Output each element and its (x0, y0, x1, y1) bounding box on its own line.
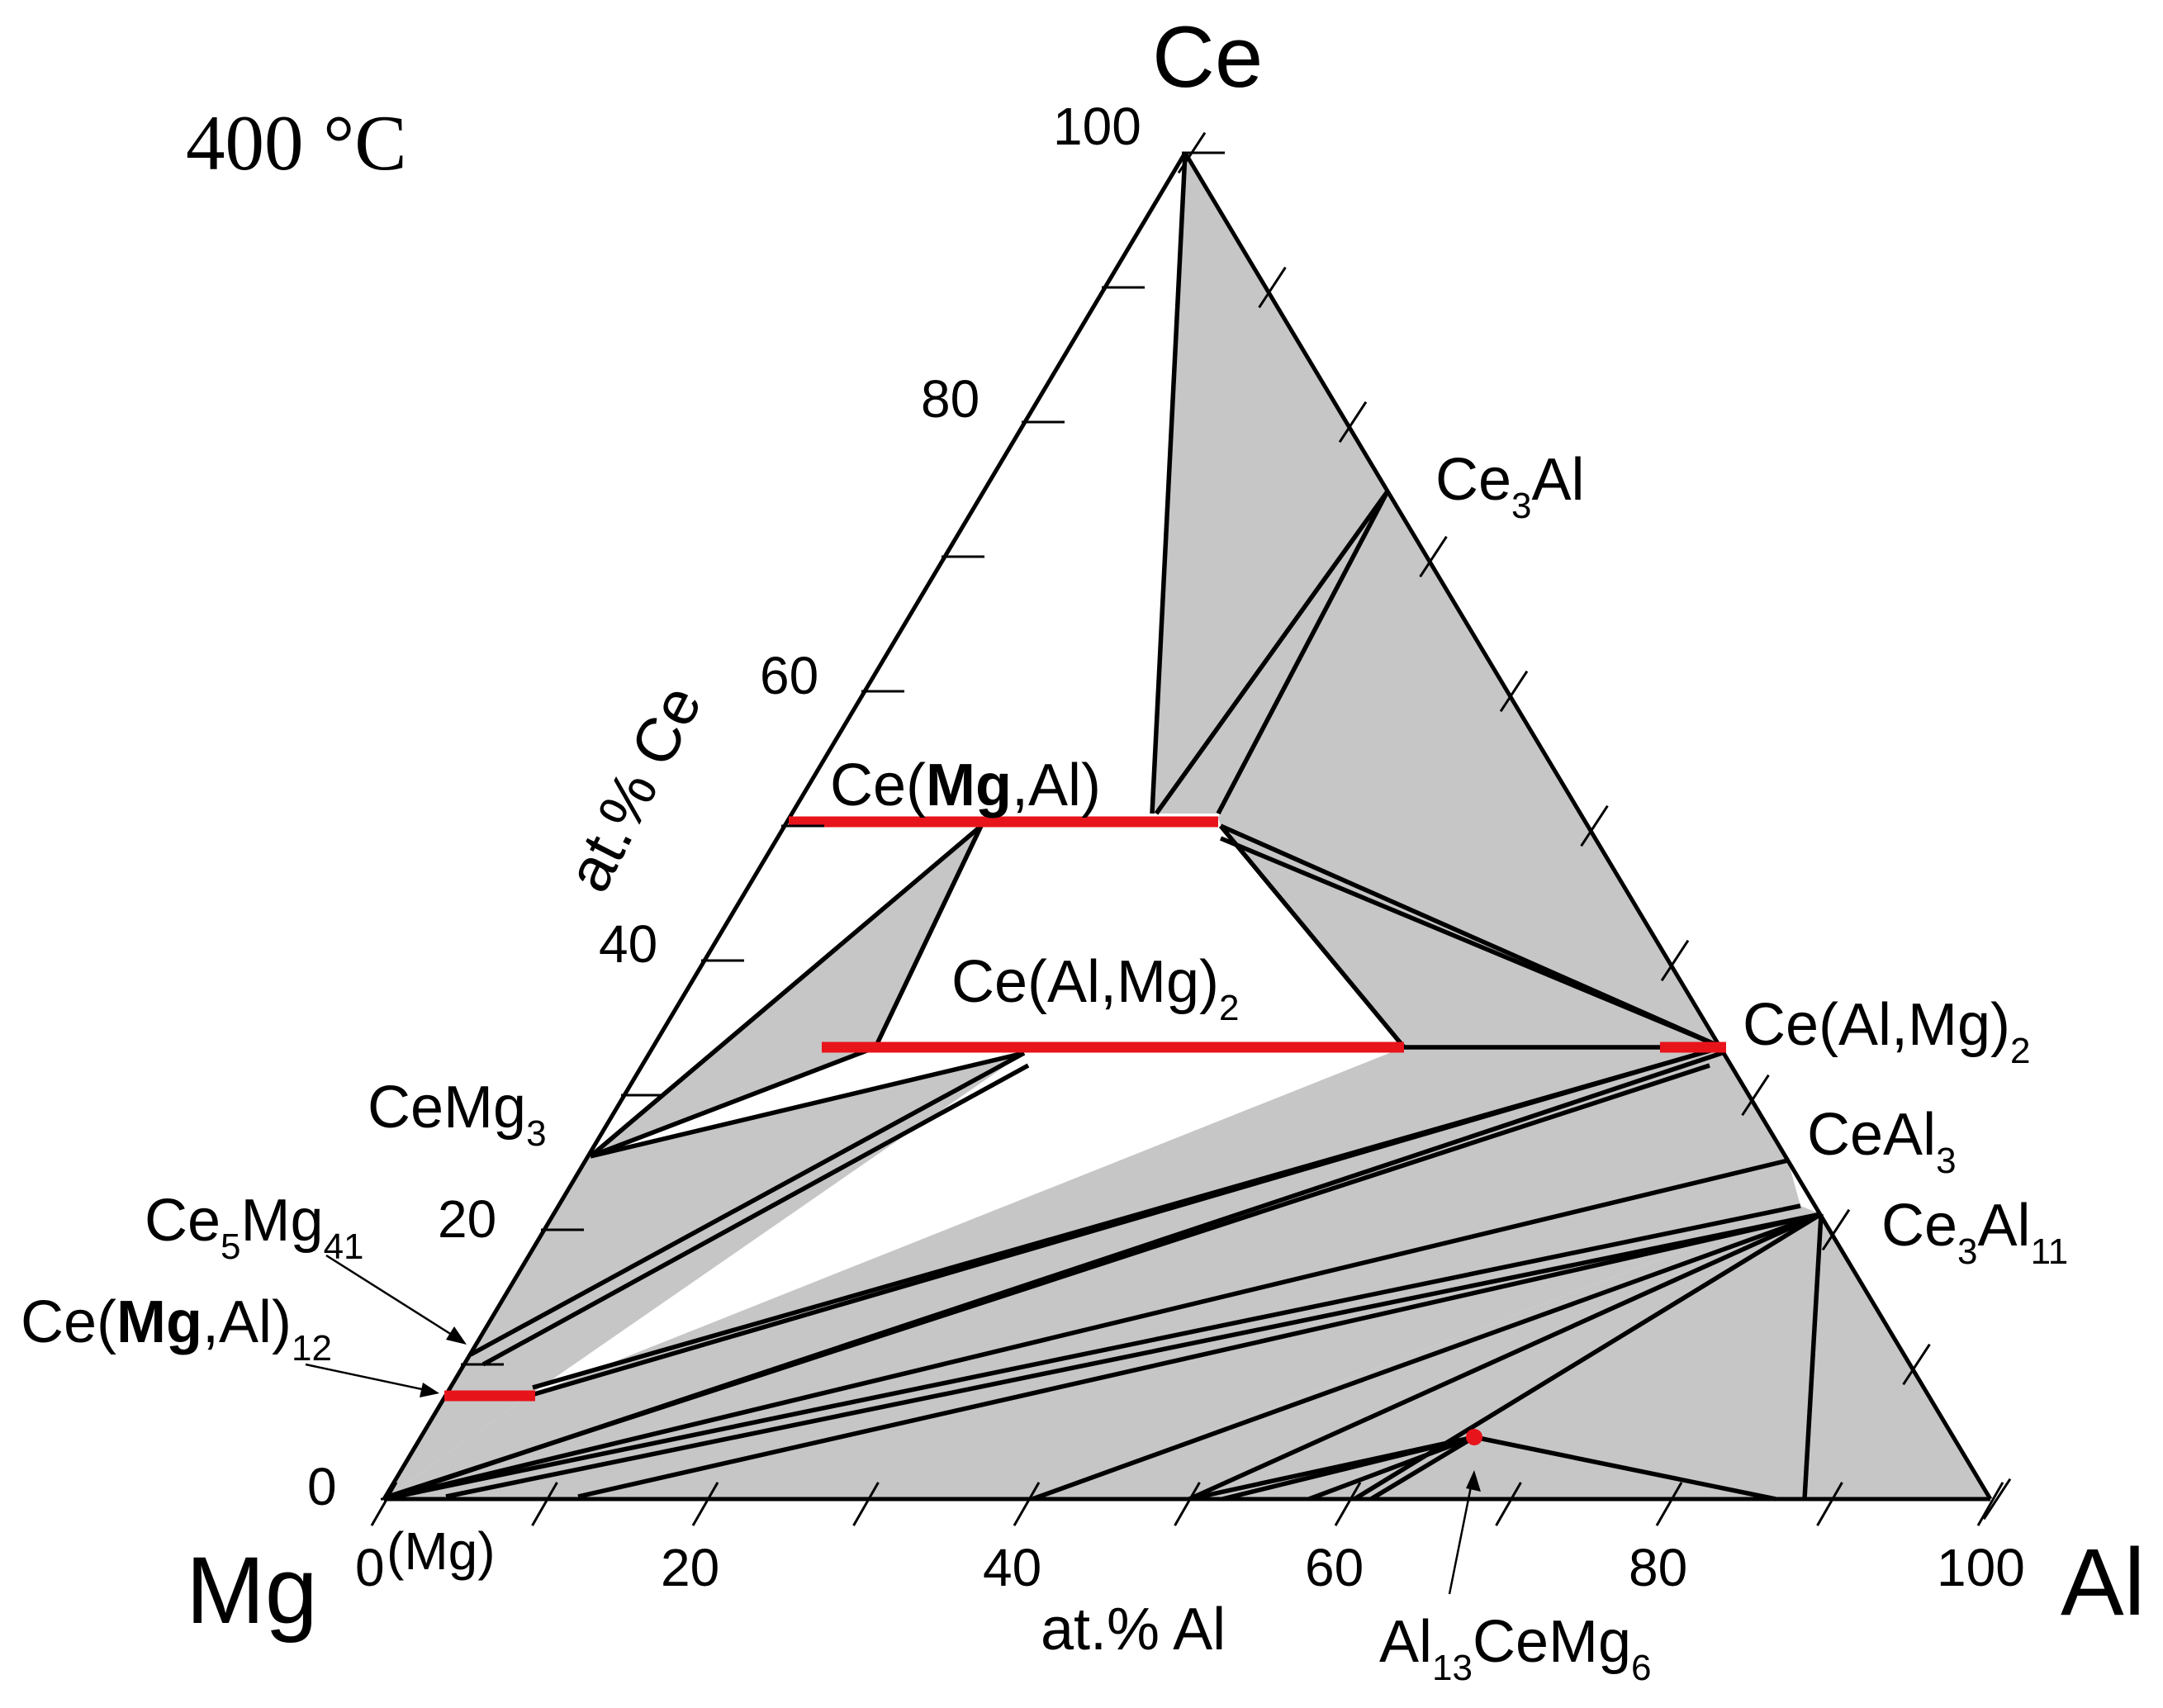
tick-marks (370, 131, 2012, 1526)
tie-line (387, 1063, 1710, 1499)
tie-line (1032, 1212, 1822, 1502)
right-axis-tick (1499, 670, 1529, 713)
axis-label-ce: at.% Ce (553, 674, 714, 902)
right-axis-tick (1741, 1074, 1770, 1117)
tie-line (532, 1045, 1723, 1390)
ce-tick-label: 100 (1053, 97, 1141, 156)
right-axis-tick (1419, 535, 1448, 578)
tie-line (873, 824, 984, 1049)
phase-label-ce-mg-al: Ce(Mg,Al) (830, 752, 1101, 818)
solubility-ranges (444, 816, 1726, 1445)
phase-label-ce3al11: Ce3Al11 (1881, 1193, 2068, 1272)
right-axis-tick (1821, 1208, 1851, 1251)
right-axis-tick (1982, 1478, 2012, 1521)
tie-line (1216, 490, 1390, 815)
phase-label-ce3al: Ce3Al (1435, 447, 1585, 526)
axis-label-al: at.% Al (1041, 1597, 1226, 1663)
al-axis-tick (1013, 1482, 1041, 1526)
al-tick-label: 20 (661, 1538, 719, 1597)
arrowhead-icon (446, 1326, 467, 1345)
tie-line (1150, 152, 1188, 814)
vertex-label-al: Al (2061, 1530, 2145, 1635)
tie-line (383, 1203, 1801, 1502)
phase-label-ce5mg41: Ce5Mg41 (145, 1188, 364, 1267)
tie-lines (383, 152, 1824, 1502)
tie-line (590, 1051, 1025, 1159)
arrow-line (325, 1254, 462, 1342)
region-ce-ce3al-edge (1152, 153, 1387, 814)
al-axis-tick (370, 1482, 398, 1526)
tie-line (590, 1045, 876, 1159)
ce-tick-label: 60 (760, 646, 818, 705)
arrow-line (305, 1363, 434, 1393)
al-axis-tick (1174, 1482, 1201, 1526)
vertex-label-mg: Mg (186, 1538, 318, 1644)
al-tick-label: 80 (1629, 1538, 1687, 1597)
arrowhead-icon (1466, 1470, 1481, 1492)
ce-tick-label: 0 (307, 1457, 337, 1516)
al-axis-tick (1495, 1482, 1522, 1526)
al-axis-tick (691, 1482, 719, 1526)
edge-ce-al (1183, 151, 1993, 1501)
phase-label-ceal3: CeAl3 (1807, 1102, 1957, 1181)
tie-line (445, 1212, 1822, 1499)
al-tick-label: 0 (355, 1538, 385, 1597)
al-axis-tick (1655, 1482, 1683, 1526)
al-axis-tick (1334, 1482, 1362, 1526)
al-tick-label: 40 (983, 1538, 1041, 1597)
tie-line (1219, 836, 1724, 1050)
tie-line (469, 1051, 1026, 1357)
region-ce3al-cealmg2-right (1218, 491, 1722, 1047)
tie-line (383, 1158, 1789, 1502)
ce-tick-label: 80 (921, 369, 980, 429)
mg-phase-label: (Mg) (387, 1521, 496, 1581)
phase-label-ce-mg-al-12: Ce(Mg,Al)12 (21, 1289, 332, 1369)
right-axis-tick (1660, 939, 1690, 982)
tie-line (577, 1212, 1822, 1499)
right-axis-tick (1258, 266, 1287, 309)
al13cemg6-point (1466, 1429, 1482, 1445)
region-ce3al11-al (1805, 1214, 1990, 1499)
tie-line (1218, 824, 1406, 1049)
tie-line (1369, 1435, 1476, 1502)
tie-line (1802, 1213, 1824, 1500)
al-tick-label: 60 (1305, 1538, 1364, 1597)
tie-line (1308, 1435, 1475, 1502)
phase-label-ce-al-mg2-mid: Ce(Al,Mg)2 (951, 949, 1240, 1028)
al-axis-tick (1976, 1482, 2004, 1526)
tie-line (1154, 490, 1390, 815)
phase-label-cemg3: CeMg3 (368, 1075, 547, 1154)
label-arrows (305, 1254, 1481, 1595)
tie-line (1221, 1435, 1475, 1502)
tie-line (1188, 1212, 1823, 1502)
right-axis-tick (1902, 1343, 1931, 1386)
vertex-label-ce: Ce (1152, 9, 1263, 106)
al-axis-tick (1816, 1482, 1843, 1526)
arrow-line (1448, 1478, 1474, 1595)
tie-line (1473, 1435, 1776, 1502)
phase-label-al13cemg6: Al13CeMg6 (1379, 1609, 1652, 1688)
al-axis-tick (852, 1482, 880, 1526)
tie-line (481, 1063, 1030, 1367)
ce-tick-label: 20 (438, 1189, 496, 1249)
ce-tick-label: 40 (599, 914, 657, 974)
region-cealmg2-lower (384, 1047, 1800, 1499)
al-tick-label: 100 (1937, 1538, 2025, 1597)
temperature-title: 400 °C (186, 99, 407, 187)
tie-line (589, 823, 983, 1159)
arrowhead-icon (420, 1383, 439, 1397)
phase-label-ce-al-mg2-right: Ce(Al,Mg)2 (1743, 992, 2031, 1071)
al-axis-tick (531, 1482, 558, 1526)
right-axis-tick (1338, 401, 1368, 444)
right-axis-tick (1580, 804, 1609, 847)
